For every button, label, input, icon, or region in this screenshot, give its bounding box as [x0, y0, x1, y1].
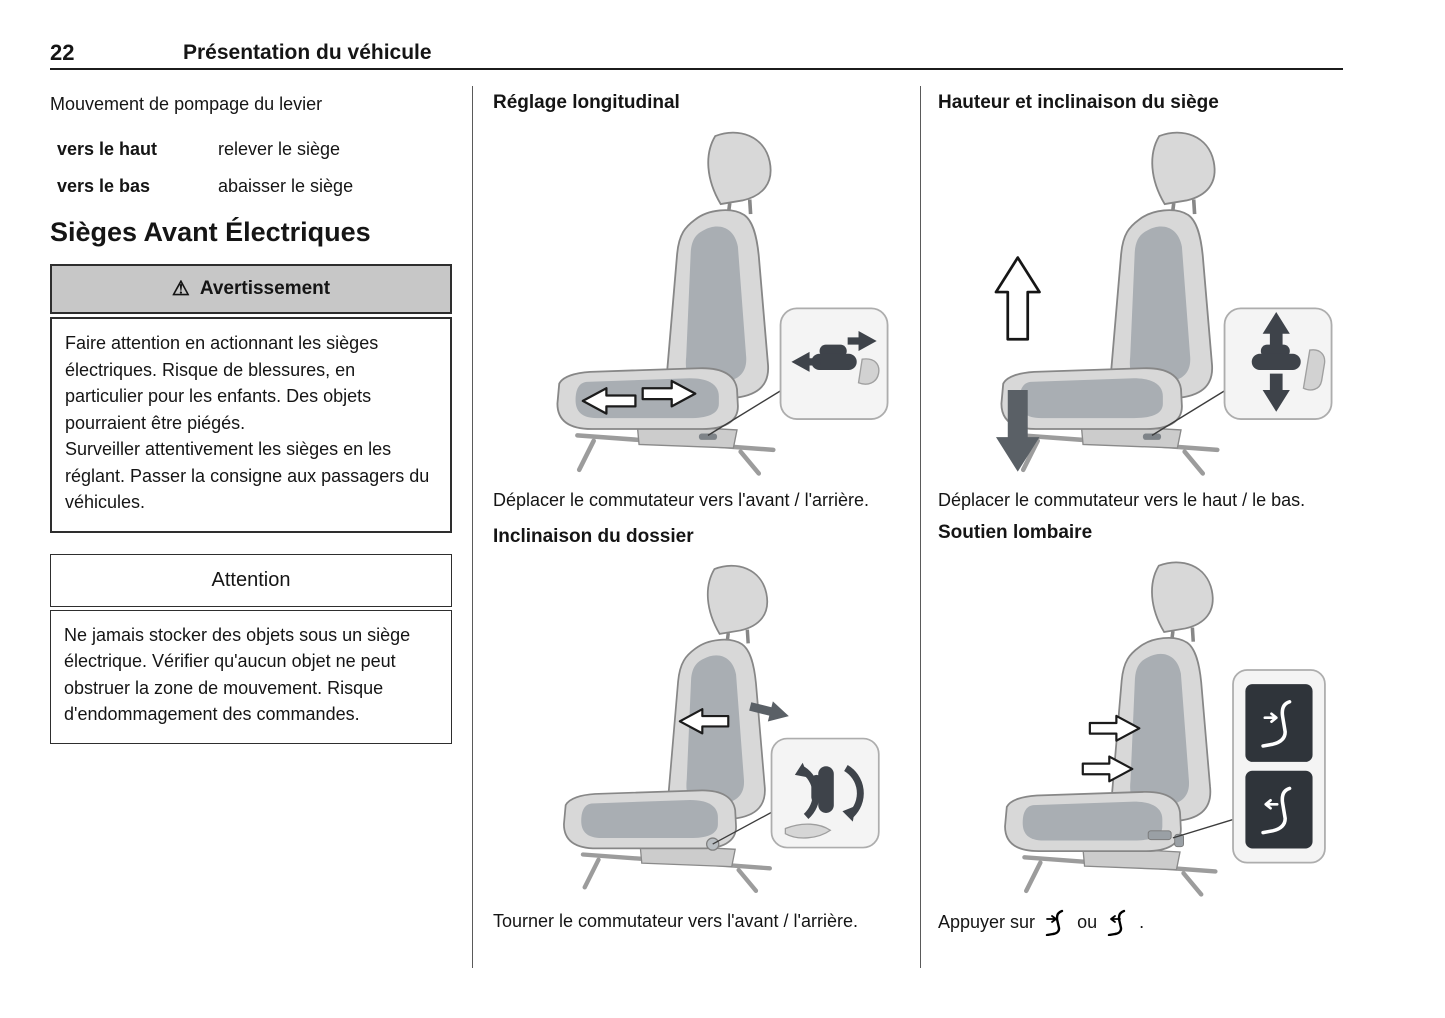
seat-switch-knob	[818, 766, 834, 813]
seat-switch-knob	[1251, 353, 1301, 371]
seat-illustration-longitudinal-adjustment	[556, 131, 889, 476]
table-row: vers le haut relever le siège	[50, 139, 452, 160]
warning-box: ⚠ Avertissement Faire attention en actio…	[50, 264, 452, 533]
caption-lumbar: Appuyer sur ou .	[938, 908, 1345, 936]
figure-backrest	[493, 550, 903, 896]
switch-arrow-right-icon	[847, 331, 877, 352]
switch-inset-height	[1223, 307, 1332, 420]
arrow-lumbar-in-icon	[1088, 714, 1140, 742]
caution-box: Attention Ne jamais stocker des objets s…	[50, 553, 452, 744]
seat-lumbar-decrease-icon	[1260, 786, 1291, 835]
warning-triangle-icon: ⚠	[171, 278, 190, 300]
caution-box-body: Ne jamais stocker des objets sous un siè…	[50, 609, 452, 744]
rotate-arrow-ccw-icon	[800, 766, 820, 820]
figure-height	[938, 116, 1345, 479]
page-title: Présentation du véhicule	[183, 41, 432, 64]
switch-inset-backrest	[770, 737, 880, 849]
section-heading: Sièges Avant Électriques	[50, 217, 371, 247]
arrow-recline-backward-icon	[749, 701, 789, 722]
recline-knob	[706, 837, 720, 851]
caption-backrest: Tourner le commutateur vers l'avant / l'…	[493, 911, 859, 931]
seat-illustration-height-adjustment	[994, 131, 1332, 476]
seat-lumbar-increase-icon	[1260, 700, 1291, 748]
figure-heading-longitudinal: Réglage longitudinal	[493, 92, 680, 113]
figure-heading-lumbar: Soutien lombaire	[938, 522, 1093, 543]
lumbar-caption-before: Appuyer sur	[938, 911, 1036, 932]
switch-inset-longitudinal	[779, 307, 889, 420]
warning-box-header: ⚠ Avertissement	[50, 264, 452, 314]
rotate-arrow-cw-icon	[843, 765, 864, 818]
lumbar-caption-after: .	[1139, 911, 1145, 932]
caution-box-title: Attention	[211, 568, 291, 591]
figure-heading-backrest: Inclinaison du dossier	[493, 526, 694, 547]
lever-action: vers le haut	[57, 139, 158, 159]
lever-intro-text: Mouvement de pompage du levier	[50, 94, 323, 114]
arrow-backward-icon	[641, 379, 697, 408]
lumbar-button-inset	[1231, 669, 1326, 864]
arrow-up-icon	[994, 256, 1041, 341]
arrow-forward-icon	[581, 387, 637, 415]
arrow-recline-forward-icon	[678, 708, 730, 735]
arrow-lumbar-in-lower-icon	[1081, 755, 1133, 783]
lumbar-decrease-button	[1244, 770, 1313, 849]
lever-action: vers le bas	[57, 176, 151, 196]
right-column: Hauteur et inclinaison du siège	[938, 84, 1345, 936]
figure-longitudinal	[493, 116, 903, 479]
seat-illustration-backrest-inclination	[563, 564, 880, 893]
caution-box-header: Attention	[50, 553, 452, 607]
header-rule	[50, 68, 1343, 70]
warning-paragraph: Surveiller attentivement les sièges en l…	[65, 439, 430, 512]
switch-arrow-up-icon	[1262, 312, 1290, 351]
warning-paragraph: Faire attention en actionnant les sièges…	[65, 333, 379, 433]
switch-arrow-down-icon	[1262, 373, 1290, 412]
seat-headrest	[707, 131, 772, 206]
arrow-down-icon	[995, 390, 1040, 472]
lumbar-caption-between: ou	[1077, 911, 1098, 932]
page-number: 22	[50, 40, 75, 65]
figure-heading-height: Hauteur et inclinaison du siège	[938, 92, 1219, 113]
switch-arrow-left-icon	[791, 351, 821, 372]
lever-result: relever le siège	[218, 139, 341, 159]
lever-result: abaisser le siège	[218, 176, 354, 196]
lumbar-increase-button	[1244, 684, 1313, 762]
figure-lumbar	[938, 546, 1345, 900]
table-row: vers le bas abaisser le siège	[50, 176, 452, 197]
middle-column: Réglage longitudinal	[493, 84, 903, 935]
seat-switch-knob	[811, 353, 857, 371]
warning-box-body: Faire attention en actionnant les sièges…	[50, 317, 452, 533]
column-divider-1	[472, 86, 473, 968]
caption-longitudinal: Déplacer le commutateur vers l'avant / l…	[493, 490, 870, 510]
seat-lumbar-increase-icon	[1045, 909, 1064, 936]
column-divider-2	[920, 86, 921, 968]
lever-table: vers le haut relever le siège vers le ba…	[50, 139, 452, 197]
seat-lumbar-decrease-icon	[1107, 909, 1126, 936]
left-column: Mouvement de pompage du levier vers le h…	[50, 86, 452, 744]
warning-box-title: Avertissement	[199, 278, 331, 299]
caption-height: Déplacer le commutateur vers le haut / l…	[938, 490, 1306, 510]
seat-illustration-lumbar-support	[1003, 561, 1326, 897]
caution-paragraph: Ne jamais stocker des objets sous un siè…	[64, 624, 411, 725]
